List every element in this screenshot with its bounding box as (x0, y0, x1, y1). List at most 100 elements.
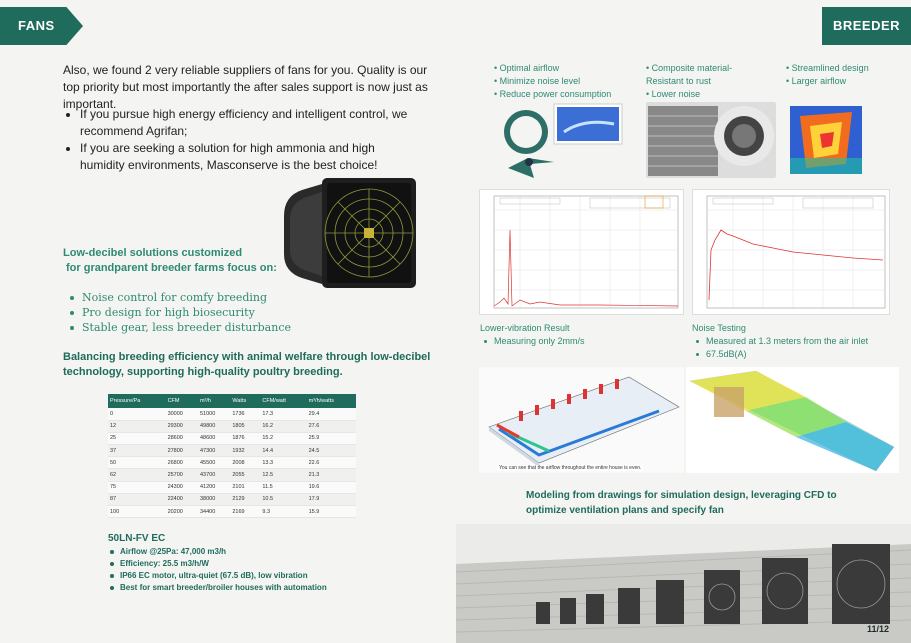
list-item: • Streamlined design (786, 63, 869, 73)
feature-list-blade: • Optimal airflow • Minimize noise level… (494, 62, 611, 101)
list-item: Resistant to rust (646, 76, 712, 86)
list-item: Stable gear, less breeder disturbance (70, 320, 291, 335)
table-cell: 24.5 (306, 444, 356, 458)
model-features: Airflow @25Pa: 47,000 m3/h Efficiency: 2… (110, 546, 327, 594)
table-cell: 16.2 (260, 420, 307, 433)
caption-title: Lower-vibration Result (480, 323, 570, 333)
table-cell: 25 (108, 432, 166, 446)
fan-product-image (282, 176, 422, 292)
table-cell: 100 (108, 505, 166, 519)
table-cell: 1805 (230, 420, 261, 433)
noise-caption: Noise Testing Measured at 1.3 meters fro… (692, 322, 868, 361)
table-cell: 10.5 (260, 493, 307, 507)
caption-title: Noise Testing (692, 323, 746, 333)
table-cell: 13.3 (260, 456, 307, 470)
list-item: Measured at 1.3 meters from the air inle… (692, 335, 868, 348)
column-header: CFM/watt (260, 394, 307, 408)
model-name: 50LN-FV EC (108, 533, 166, 544)
table-cell: 45500 (197, 456, 231, 470)
list-item: Noise control for comfy breeding (70, 290, 291, 305)
table-cell: 21.3 (306, 468, 356, 482)
recommendation-item: If you pursue high energy efficiency and… (80, 106, 420, 140)
table-cell: 62 (108, 468, 166, 482)
fan-blade-image (494, 102, 624, 178)
table-cell: 9.3 (260, 505, 307, 519)
table-cell: 29.4 (306, 408, 356, 421)
list-item: Airflow @25Pa: 47,000 m3/h (110, 546, 327, 558)
table-cell: 20200 (165, 505, 198, 519)
table-cell: 1736 (230, 408, 261, 421)
recommendation-item: If you are seeking a solution for high a… (80, 140, 420, 174)
list-item: • Minimize noise level (494, 76, 581, 86)
table-header-row: Pressure/Pa CFM m³/h Watts CFM/watt m³/h… (108, 394, 356, 408)
table-cell: 87 (108, 493, 166, 507)
table-cell: 2169 (230, 505, 261, 519)
list-item: Best for smart breeder/broiler houses wi… (110, 582, 327, 594)
table-cell: 49800 (197, 420, 231, 433)
list-item: Pro design for high biosecurity (70, 305, 291, 320)
feature-list-material: • Composite material- Resistant to rust … (646, 62, 732, 101)
page-number: 11/12 (866, 624, 889, 634)
table-cell: 50 (108, 456, 166, 470)
poultry-house-fans-photo (456, 524, 911, 643)
column-header: m³/h (197, 394, 231, 408)
table-cell: 37 (108, 444, 166, 458)
intro-paragraph: Also, we found 2 very reliable suppliers… (63, 63, 428, 111)
list-item: • Optimal airflow (494, 63, 560, 73)
low-decibel-points: Noise control for comfy breeding Pro des… (70, 290, 291, 335)
table-cell: 38000 (197, 493, 231, 507)
table-cell: 15.2 (260, 432, 307, 446)
fan-spec-table: Pressure/Pa CFM m³/h Watts CFM/watt m³/h… (108, 394, 356, 519)
cfd-house-simulation-image: You can see that the airflow throughout … (479, 367, 684, 473)
table-cell: 1876 (230, 432, 261, 446)
table-cell: 30000 (165, 408, 198, 421)
table-cell: 27.6 (306, 420, 356, 433)
table-cell: 2101 (230, 481, 261, 494)
list-item: • Reduce power consumption (494, 89, 612, 99)
list-item: 67.5dB(A) (692, 348, 868, 361)
table-cell: 22400 (165, 493, 198, 507)
table-cell: 27800 (165, 444, 198, 458)
column-header: m³/h/watts (306, 394, 356, 408)
section-tab-breeder: BREEDER (822, 7, 911, 45)
table-cell: 41200 (197, 481, 231, 494)
section-tab-fans: FANS (0, 7, 83, 45)
cfd-caption: You can see that the airflow throughout … (497, 465, 644, 471)
balance-statement: Balancing breeding efficiency with anima… (63, 351, 431, 378)
table-cell: 25700 (165, 468, 198, 482)
table-cell: 2008 (230, 456, 261, 470)
noise-chart-image (692, 189, 890, 315)
table-cell: 26800 (165, 456, 198, 470)
table-cell: 15.9 (306, 505, 356, 519)
low-decibel-heading: Low-decibel solutions customized for gra… (63, 247, 277, 274)
list-item: • Composite material- (646, 63, 733, 73)
table-cell: 43700 (197, 468, 231, 482)
feature-list-design: • Streamlined design • Larger airflow (786, 62, 869, 88)
table-cell: 24300 (165, 481, 198, 494)
list-item: IP66 EC motor, ultra-quiet (67.5 dB), lo… (110, 570, 327, 582)
table-cell: 11.5 (260, 481, 307, 494)
table-cell: 48600 (197, 432, 231, 446)
list-item: Measuring only 2mm/s (480, 335, 585, 348)
table-cell: 75 (108, 481, 166, 494)
recommendation-list: If you pursue high energy efficiency and… (80, 106, 420, 174)
table-cell: 14.4 (260, 444, 307, 458)
table-cell: 29300 (165, 420, 198, 433)
vibration-caption: Lower-vibration Result Measuring only 2m… (480, 322, 585, 348)
table-cell: 12.5 (260, 468, 307, 482)
column-header: Pressure/Pa (108, 394, 166, 408)
table-cell: 47300 (197, 444, 231, 458)
table-cell: 2055 (230, 468, 261, 482)
list-item: • Lower noise (646, 89, 701, 99)
list-item: • Larger airflow (786, 76, 847, 86)
modeling-statement: Modeling from drawings for simulation de… (526, 490, 837, 516)
column-header: Watts (230, 394, 261, 408)
table-cell: 0 (108, 408, 166, 421)
table-cell: 28600 (165, 432, 198, 446)
